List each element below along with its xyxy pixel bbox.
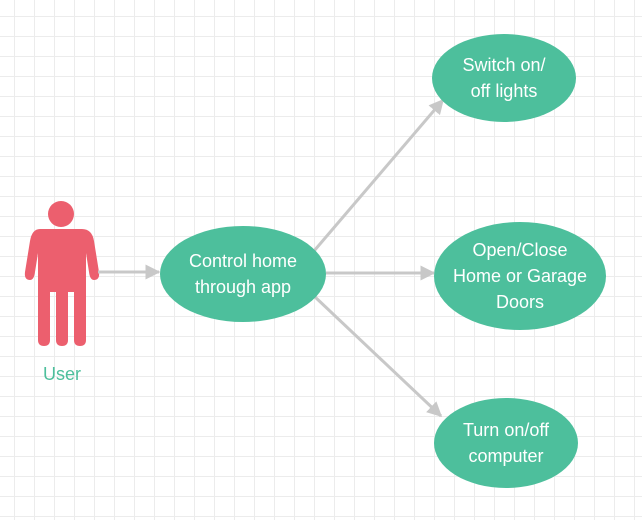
- use-case-control-home[interactable]: Control home through app: [160, 226, 326, 322]
- use-case-control-home-label: Control home through app: [188, 250, 298, 297]
- use-case-switch-lights-label: Switch on/ off lights: [462, 54, 546, 101]
- connector-control-to-computer: [312, 294, 443, 418]
- use-case-turn-on-off-computer-label: Turn on/off computer: [462, 419, 550, 466]
- use-case-open-close-doors-label: Open/Close Home or Garage Doors: [452, 239, 588, 313]
- use-case-open-close-doors[interactable]: Open/Close Home or Garage Doors: [434, 222, 606, 330]
- user-icon: [24, 201, 100, 346]
- use-case-switch-lights[interactable]: Switch on/ off lights: [432, 34, 576, 122]
- use-case-turn-on-off-computer[interactable]: Turn on/off computer: [434, 398, 578, 488]
- actor-label: User: [42, 364, 81, 384]
- connector-control-to-lights: [312, 98, 445, 252]
